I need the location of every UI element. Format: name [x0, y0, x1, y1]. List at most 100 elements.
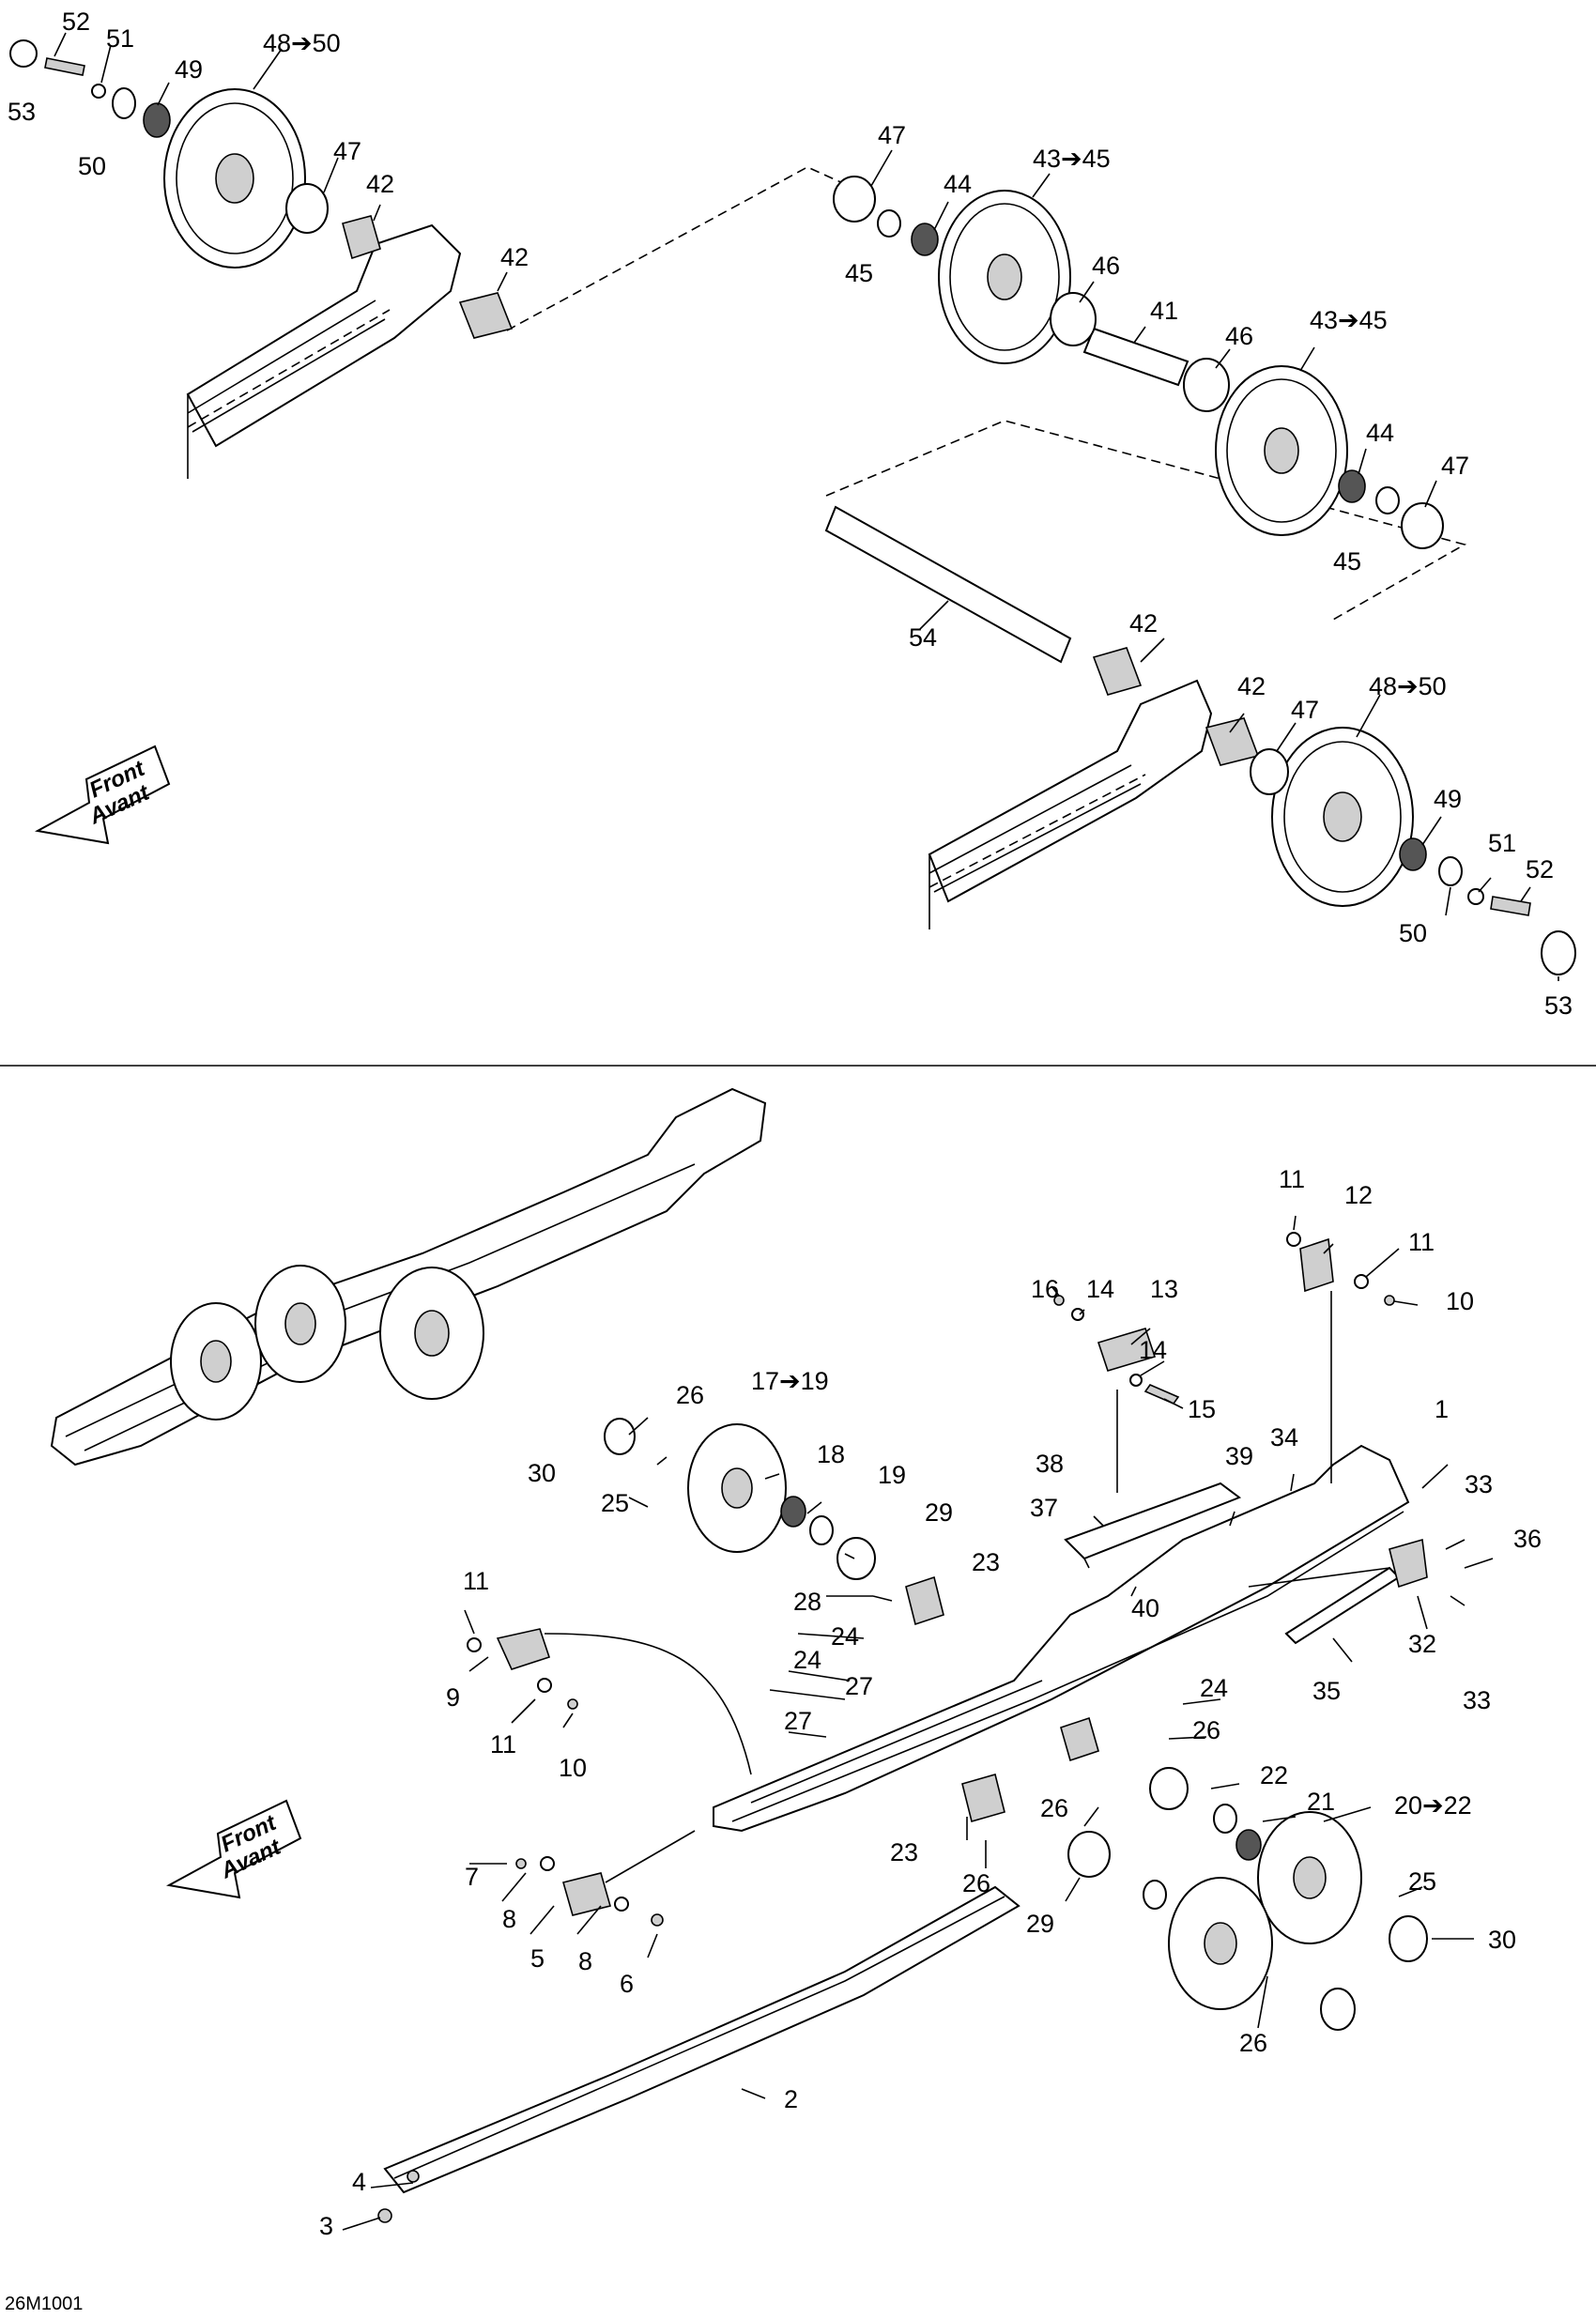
- idler-wheel-48-left: [163, 88, 306, 269]
- bolt-10a: [567, 1698, 578, 1710]
- bolt-10b: [1384, 1295, 1395, 1306]
- callout-50-b: 50: [1399, 919, 1427, 947]
- bearing-49-right: [1399, 837, 1427, 871]
- callout-43-45-a: 43➔45: [1033, 145, 1111, 173]
- bracket-37: [1064, 1482, 1242, 1560]
- callout-7: 7: [465, 1863, 479, 1891]
- callout-51: 51: [106, 24, 134, 53]
- washer-11d: [1354, 1274, 1369, 1289]
- callout-29-a: 29: [925, 1498, 953, 1527]
- cap-53-right: [1541, 930, 1576, 975]
- callout-39: 39: [1225, 1442, 1253, 1470]
- callout-38: 38: [1036, 1450, 1064, 1478]
- callout-14-b: 14: [1139, 1336, 1167, 1364]
- cap-53-left: [9, 39, 38, 68]
- washer-11a: [467, 1637, 482, 1652]
- callout-11-c: 11: [463, 1567, 489, 1595]
- axle-41: [1082, 327, 1189, 387]
- ring-50-right: [1438, 856, 1463, 886]
- bolt-52-left: [44, 57, 85, 76]
- diagram-code: 26M1001: [5, 2294, 83, 2314]
- bushing-42-a: [342, 215, 381, 260]
- cap-30-left: [604, 1418, 636, 1455]
- washer-11c: [1286, 1232, 1301, 1247]
- bushing-42-c: [1092, 647, 1143, 696]
- callout-25-b: 25: [1408, 1867, 1436, 1896]
- callout-30-b: 30: [1488, 1926, 1516, 1954]
- bearing-44-upper: [911, 223, 939, 256]
- bushing-42-b: [458, 292, 514, 339]
- callout-42-d: 42: [1237, 672, 1266, 700]
- idler-wheel-43-lower: [1215, 365, 1348, 536]
- leader-lines-top: [54, 32, 1559, 981]
- callout-47-b: 47: [878, 121, 906, 149]
- callout-47-a: 47: [333, 137, 361, 165]
- callout-27-b: 27: [784, 1707, 812, 1735]
- callout-15: 15: [1188, 1395, 1216, 1423]
- callout-26-e: 26: [1239, 2029, 1267, 2057]
- nut-4: [407, 2170, 420, 2183]
- callout-34: 34: [1270, 1423, 1298, 1451]
- callout-10-b: 10: [559, 1754, 587, 1782]
- callout-28: 28: [793, 1588, 821, 1616]
- washer-8a: [540, 1856, 555, 1871]
- exploded-rail-1: [713, 1444, 1410, 1833]
- part-32: [1389, 1538, 1428, 1589]
- callout-50: 50: [78, 152, 106, 180]
- callout-40: 40: [1131, 1594, 1159, 1622]
- washer-14a: [1071, 1308, 1084, 1321]
- callout-26-d: 26: [962, 1869, 990, 1897]
- callout-30-a: 30: [528, 1459, 556, 1487]
- bearing-49-left: [143, 102, 171, 138]
- cap-30-right: [1389, 1915, 1428, 1962]
- slider-2: [383, 1885, 1021, 2194]
- callout-49: 49: [175, 55, 203, 84]
- callout-26-b: 26: [1192, 1716, 1220, 1744]
- callout-45-b: 45: [1333, 547, 1361, 576]
- callout-52: 52: [62, 8, 90, 36]
- spacer-47-left: [285, 183, 329, 234]
- bolt-3: [377, 2208, 392, 2223]
- spacer-47-lower: [1401, 502, 1444, 549]
- shaft-54: [824, 505, 1072, 664]
- spacer-29-upper: [836, 1537, 876, 1580]
- part-12: [1299, 1237, 1334, 1293]
- callout-24-c: 24: [1200, 1674, 1228, 1702]
- part-13: [1097, 1328, 1157, 1372]
- ring-45-lower: [1375, 486, 1400, 514]
- callouts: 52 51 53 50 49 48➔50 47 42 42 47 44 45 4…: [8, 8, 1573, 2240]
- callout-16: 16: [1031, 1275, 1059, 1303]
- callout-26-c: 26: [1040, 1794, 1068, 1822]
- callout-35: 35: [1312, 1677, 1341, 1705]
- callout-17-19: 17➔19: [751, 1367, 829, 1395]
- callout-26-a: 26: [676, 1381, 704, 1409]
- part-5: [562, 1872, 611, 1916]
- callout-53-b: 53: [1544, 991, 1573, 1020]
- callout-14-a: 14: [1086, 1275, 1114, 1303]
- callout-32: 32: [1408, 1630, 1436, 1658]
- callout-25-a: 25: [601, 1489, 629, 1517]
- callout-46-a: 46: [1092, 252, 1120, 280]
- callout-42-a: 42: [366, 170, 394, 198]
- callout-13: 13: [1150, 1275, 1178, 1303]
- callout-11-d: 11: [490, 1730, 516, 1758]
- callout-5: 5: [530, 1944, 545, 1973]
- ring-22: [1213, 1804, 1237, 1834]
- callout-10-a: 10: [1446, 1287, 1474, 1315]
- callout-42-c: 42: [1129, 609, 1158, 637]
- callout-48-50: 48➔50: [263, 29, 341, 57]
- assembled-rail: [50, 1087, 767, 1467]
- callout-42-b: 42: [500, 243, 529, 271]
- bolt-6: [651, 1913, 664, 1927]
- assembly-line-top: [506, 166, 846, 331]
- callout-21: 21: [1307, 1788, 1335, 1816]
- washer-51-right: [1467, 888, 1484, 905]
- callout-44-a: 44: [944, 170, 972, 198]
- callout-23-a: 23: [972, 1548, 1000, 1576]
- callout-54: 54: [909, 623, 937, 652]
- callout-33-a: 33: [1465, 1470, 1493, 1498]
- callout-24-b: 24: [793, 1646, 821, 1674]
- bushing-42-d: [1205, 717, 1260, 766]
- idler-wheel-43-upper: [938, 190, 1071, 364]
